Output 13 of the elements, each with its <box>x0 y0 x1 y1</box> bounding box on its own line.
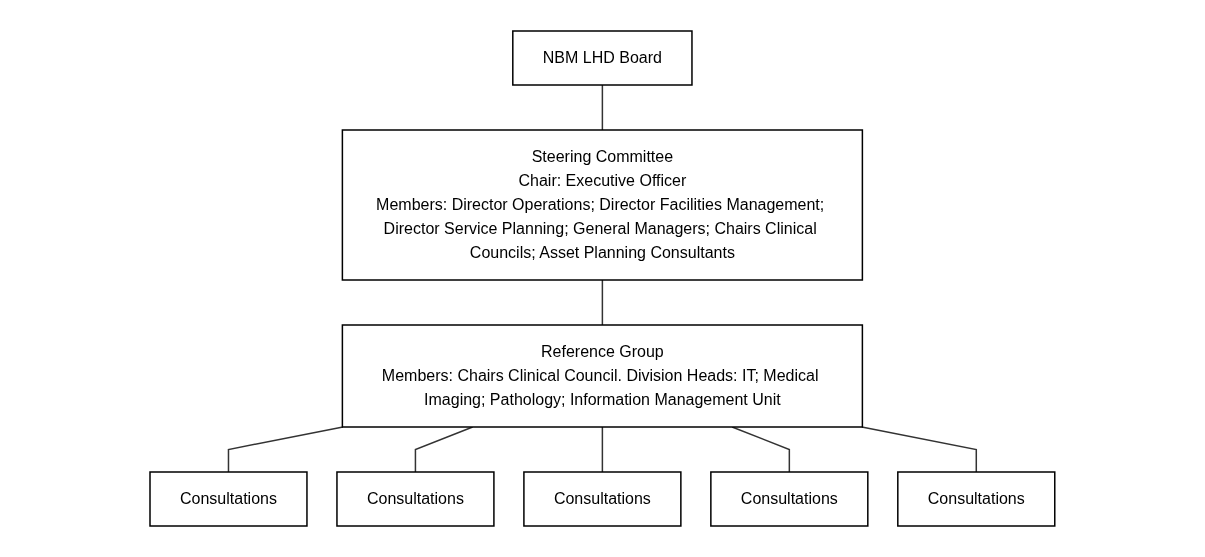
connector <box>861 426 978 473</box>
connector <box>601 426 604 473</box>
node-box: Consultations <box>897 471 1056 527</box>
node-box: Consultations <box>336 471 495 527</box>
node-box: Steering Committee Chair: Executive Officer Members: Director Operations; Director Facilities Management; Director Service Planning; General Managers; Chairs Clinical Councils; Asset Planning Consultants <box>341 129 864 281</box>
connector <box>601 84 604 131</box>
connector <box>227 426 344 473</box>
node-box: Consultations <box>710 471 869 527</box>
node-box: Consultations <box>149 471 308 527</box>
node-box: Reference Group Members: Chairs Clinical Council. Division Heads: IT; Medical Imaging; Pathology; Information Management Unit <box>341 324 864 428</box>
connector <box>601 279 604 326</box>
node-box: Consultations <box>523 471 682 527</box>
node-box: NBM LHD Board <box>512 30 693 86</box>
